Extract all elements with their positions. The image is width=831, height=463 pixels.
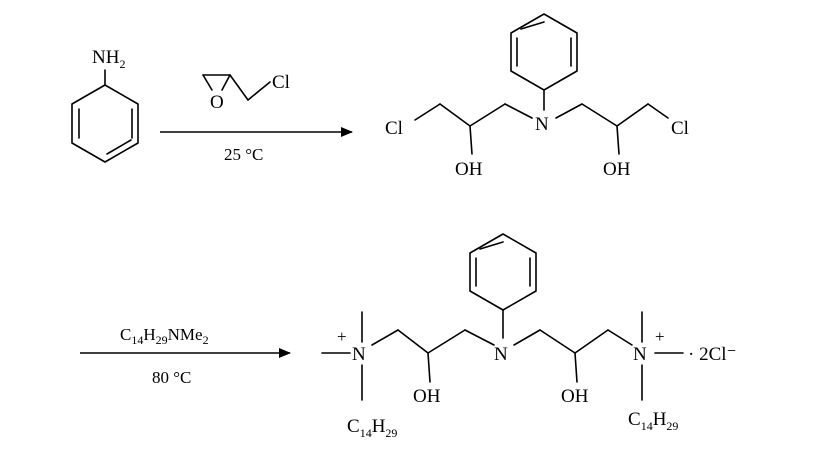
condition-1: 25 °C [224,145,263,164]
reagent-chlorine-label: Cl [272,72,290,93]
product-1-left-chlorine: Cl [385,118,403,139]
product-1-nitrogen: N [535,114,549,135]
aniline-structure [71,69,139,163]
amine-label: NH2 [92,47,125,71]
product-2-left-hydroxyl: OH [413,386,441,407]
product-2-counterion: · 2Cl⁻ [688,344,737,365]
product-2-left-plus: + [337,327,347,346]
product-2-right-alkyl: C14H29 [628,409,678,433]
product-2-center-nitrogen: N [494,344,508,365]
product-2-right-nitrogen: N [633,344,647,365]
product-1-structure [414,13,669,155]
epichlorohydrin-structure [202,74,271,101]
product-2-right-plus: + [655,327,665,346]
product-2-left-alkyl: C14H29 [347,416,397,440]
product-1-right-hydroxyl: OH [603,159,631,180]
condition-2: 80 °C [152,368,191,387]
epoxide-oxygen-label: O [210,92,224,113]
product-2-structure [321,233,684,401]
product-2-right-hydroxyl: OH [561,386,589,407]
product-2-left-nitrogen: N [352,344,366,365]
reagent-2-label: C14H29NMe2 [120,325,209,347]
product-1-left-hydroxyl: OH [455,159,483,180]
product-1-right-chlorine: Cl [671,118,689,139]
